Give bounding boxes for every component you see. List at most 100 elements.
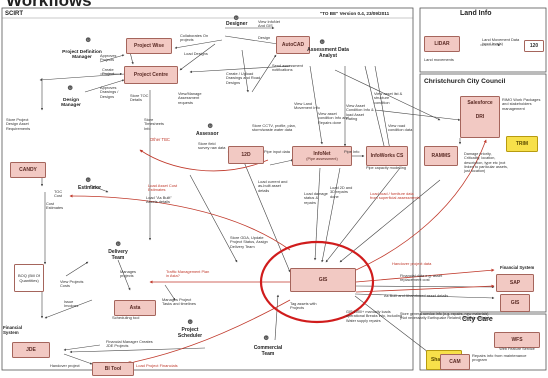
infonet-subtitle: (Pipe assessment): [306, 157, 338, 161]
label-rimo: RIMO Work Packages and stakeholders mana…: [502, 97, 541, 111]
label-send-assessment: Send assessment notifications: [272, 63, 303, 73]
person-icon: ☻: [84, 35, 93, 44]
label-manages-project-tasks: Manages Project Tasks and timelines: [162, 297, 196, 307]
box-ccc-gis: GIS: [500, 294, 530, 312]
person-icon: ☻: [232, 13, 241, 22]
label-view-projects: View Projects Costs: [60, 279, 84, 289]
person-icon: ☻: [84, 175, 93, 184]
box-cam: CAM: [440, 354, 470, 370]
box-12d: 12D: [228, 146, 264, 164]
label-store-general-service: Store general service info (e.g. repairs…: [400, 312, 490, 321]
label-gis-manually: GIS 1000+ manually loads operational Bre…: [346, 310, 402, 323]
label-load-road-furniture: Load road / furniture data from superfic…: [370, 191, 421, 201]
label-load-2d-3d: Load 2D and 3D repairs done: [330, 185, 353, 199]
box-trim: TRIM: [506, 136, 538, 152]
person-icon: ☻: [318, 37, 327, 46]
label-store-field-survey: Store field survey raw data: [198, 141, 226, 151]
label-store-timesheets: Store Timesheets Info: [144, 117, 164, 131]
label-store-cctv: Store CCTV, profile, plan, storm/waste w…: [252, 123, 296, 133]
label-store-toc: Store TOC Details: [130, 93, 149, 103]
scirt-frame: [1, 7, 414, 371]
label-manages-projects: Manages projects: [120, 269, 137, 279]
role-commercial-team: Commercial Team: [253, 345, 283, 357]
label-load-damage: Load damage status & repairs: [304, 191, 328, 205]
person-icon: ☻: [114, 239, 123, 248]
header-scirt: SCIRT: [5, 11, 23, 17]
label-load-as-built: Load "As Built" Assets details: [146, 195, 172, 205]
label-tag-assets: Tag assets with Projects: [290, 301, 317, 311]
label-financial-manager: Financial Manager Creates JDE Projects: [106, 339, 153, 349]
wfs-subtitle: Web Feature Service: [499, 347, 535, 351]
box-infoworks: InfoWorks CS: [366, 146, 408, 166]
person-icon: ☻: [186, 317, 195, 326]
label-load-asset-cost: Load Asset Cost Estimates: [148, 183, 178, 193]
box-asta: Asta: [114, 300, 156, 316]
role-project-scheduler: Project Scheduler: [177, 327, 203, 339]
box-project-centre: Project Centre: [124, 66, 178, 84]
box-autocad: AutoCAD: [276, 36, 310, 54]
panel-title-land-info: Land Info: [460, 10, 492, 17]
box-salesforce: Salesforce DRI: [460, 96, 500, 138]
label-load-current: Load current and as-built asset details: [258, 179, 288, 193]
label-store-gda: Store GDA, Update Project Status, Assign…: [230, 235, 268, 249]
label-collaborates: Collaborates On projects: [180, 33, 209, 43]
label-other-tbc: Other TBC: [150, 137, 170, 142]
role-design-manager: Design Manager: [61, 98, 81, 109]
person-icon: ☻: [262, 333, 271, 342]
infonet-title: InfoNet: [313, 151, 331, 157]
label-view-asset-condition: View asset condition Info and Repairs do…: [318, 111, 349, 125]
label-create-project: Create Project: [102, 67, 115, 77]
label-as-built-abandoned: As Built and Abandoned asset details: [384, 293, 449, 298]
label-cost-estimates: Cost Estimates: [46, 201, 64, 211]
label-design: Design: [258, 35, 271, 40]
label-traffic-management: Traffic Management Plan in Asta?: [166, 269, 210, 279]
label-pipe-info: Pipe Info: [344, 149, 360, 154]
label-view-manage: View/Manage Assessment requests: [178, 91, 202, 105]
label-load-project-financials: Load Project Financials: [136, 363, 178, 368]
page-title: Workflows: [6, 0, 92, 10]
person-icon: ☻: [66, 83, 75, 92]
label-create-upload-drawings: Create / Upload Drawings and Road Design…: [226, 71, 261, 85]
role-delivery-team: Delivery Team: [108, 249, 128, 261]
dri-label: DRI: [475, 114, 485, 120]
label-issue-invoices: Issue Invoices: [64, 299, 79, 309]
role-financial-system: Financial System: [3, 325, 23, 335]
role-financial-system-right: Financial System: [500, 265, 535, 270]
infoworks-subtitle: Pipe capacity modelling: [366, 166, 406, 170]
box-lidar-small: 120: [524, 40, 544, 52]
label-store-project-design: Store Project Design Asset Requirements: [6, 117, 31, 131]
label-approves-drawings: Approves Drawings / Designs: [100, 85, 119, 99]
label-view-asset-condition-2: View Asset Condition Info & load Asset R…: [346, 103, 374, 122]
label-load-designs: Load Designs: [184, 51, 208, 56]
label-toc-cost: TOC Cost: [54, 189, 63, 199]
label-scheduling-tool: Scheduling tool: [112, 315, 140, 320]
role-assessment-data-analyst: Assessment Data Analyst: [307, 47, 349, 59]
box-jde: JDE: [12, 342, 50, 358]
box-gis: GIS: [290, 268, 356, 292]
header-version: "TO BE" Version 0.4, 23/09/2011: [320, 11, 390, 16]
label-repairs-info: Repairs info from maintenance program: [472, 353, 527, 363]
label-view-infonet: View InfoNet And GIS: [258, 19, 280, 29]
city-care-frame: [419, 313, 547, 371]
role-designer: Designer: [226, 21, 248, 27]
label-view-asset-list: View asset list & structure condition: [374, 91, 403, 105]
box-bi-tool: BI Tool: [92, 362, 134, 376]
label-view-land-movement: View Land Movement Info: [294, 101, 320, 111]
label-financial-data: Financial data e.g. asset replacement co…: [400, 273, 443, 283]
box-candy: CANDY: [10, 162, 46, 178]
box-infonet: InfoNet (Pipe assessment): [292, 146, 352, 166]
box-sap: SAP: [496, 274, 534, 292]
label-approves-projects: Approves Projects: [100, 53, 117, 63]
box-boq: BOQ (Bill Of Quantities): [14, 264, 44, 292]
box-lidar: LIDAR: [424, 36, 460, 52]
land-info-frame: [419, 7, 547, 73]
label-pipe-input-data: Pipe input data: [264, 149, 290, 154]
box-project-wise: Project Wise: [126, 38, 172, 54]
role-assessor: Assessor: [196, 131, 219, 137]
label-land-movements: Land movements: [424, 57, 454, 62]
person-icon: ☻: [206, 121, 215, 130]
label-view-road-condition: View road condition data: [388, 123, 413, 133]
role-project-definition-manager: Project Definition Manager: [62, 50, 102, 61]
